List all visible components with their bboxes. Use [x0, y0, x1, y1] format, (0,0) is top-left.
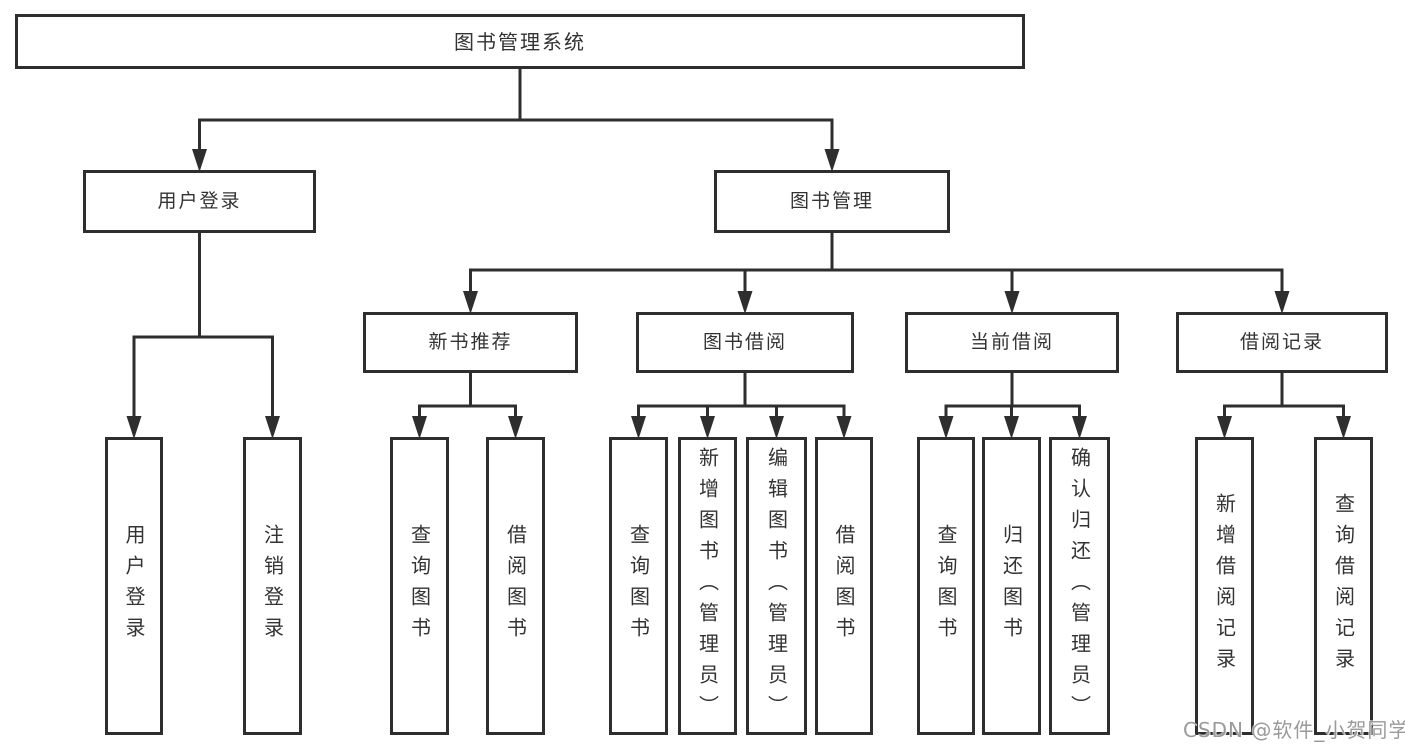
node-edit-book: 编辑图书（管理员）: [746, 437, 807, 735]
node-label: 图书借阅: [702, 331, 787, 354]
node-logout: 注销登录: [243, 437, 302, 735]
node-login: 用户登录: [105, 437, 163, 735]
node-query-new: 查询图书: [390, 437, 449, 735]
node-label: 查询图书: [626, 524, 651, 648]
node-label: 新增借阅记录: [1212, 493, 1237, 679]
node-label: 注销登录: [260, 524, 285, 648]
node-query-record: 查询借阅记录: [1314, 437, 1373, 735]
node-book-mgmt: 图书管理: [714, 170, 950, 233]
node-new-rec: 新书推荐: [363, 312, 578, 373]
node-borrow-book: 借阅图书: [815, 437, 873, 735]
node-label: 用户登录: [157, 190, 242, 213]
node-label: 借阅图书: [832, 524, 856, 648]
node-label: 新增图书（管理员）: [695, 446, 720, 726]
node-user-login: 用户登录: [83, 170, 316, 233]
node-query-current: 查询图书: [917, 437, 975, 735]
node-label: 用户登录: [122, 524, 146, 648]
node-label: 查询图书: [934, 524, 958, 648]
node-label: 借阅记录: [1239, 331, 1324, 354]
node-label: 确认归还（管理员）: [1067, 446, 1092, 726]
node-label: 查询图书: [407, 524, 432, 648]
node-return-book: 归还图书: [982, 437, 1041, 735]
node-label: 借阅图书: [503, 524, 528, 648]
node-confirm-return: 确认归还（管理员）: [1049, 437, 1110, 735]
node-add-record: 新增借阅记录: [1195, 437, 1254, 735]
node-label: 图书管理: [789, 190, 874, 213]
node-label: 归还图书: [999, 524, 1024, 648]
node-borrow-records: 借阅记录: [1176, 312, 1388, 373]
node-borrow-new: 借阅图书: [486, 437, 545, 735]
node-query-borrow: 查询图书: [609, 437, 668, 735]
node-label: 图书管理系统: [454, 29, 586, 54]
node-add-book: 新增图书（管理员）: [678, 437, 737, 735]
node-label: 当前借阅: [969, 331, 1054, 354]
node-label: 新书推荐: [428, 331, 513, 354]
watermark: CSDN @软件_小贺同学: [1183, 718, 1405, 742]
node-book-borrow: 图书借阅: [636, 312, 854, 373]
node-system: 图书管理系统: [15, 14, 1025, 69]
node-current-borrow: 当前借阅: [905, 312, 1119, 373]
node-label: 编辑图书（管理员）: [764, 446, 789, 726]
node-label: 查询借阅记录: [1331, 493, 1356, 679]
